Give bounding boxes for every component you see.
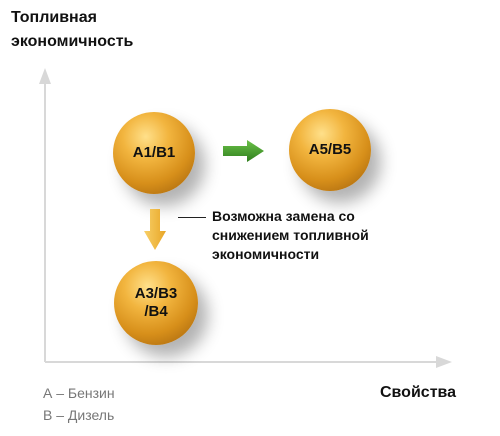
arrow-right-icon bbox=[223, 140, 264, 162]
callout-leader-line bbox=[178, 217, 206, 218]
node-a1-b1: A1/B1 bbox=[113, 112, 195, 194]
x-axis-label: Свойства bbox=[380, 384, 457, 401]
x-axis-arrowhead bbox=[436, 356, 452, 368]
callout-line-1: Возможна замена со bbox=[212, 208, 355, 224]
node-a5-b5: A5/B5 bbox=[289, 109, 371, 191]
callout-annotation: Возможна замена со снижением топливной э… bbox=[212, 207, 397, 264]
callout-line-3: экономичности bbox=[212, 246, 320, 262]
y-axis-label-line-2: экономичность bbox=[11, 33, 134, 50]
y-axis-arrowhead bbox=[39, 68, 51, 84]
callout-line-2: снижением топливной bbox=[212, 227, 369, 243]
fuel-legend: А – Бензин В – Дизель bbox=[43, 382, 115, 426]
legend-gasoline: А – Бензин bbox=[43, 385, 115, 401]
arrow-down-icon bbox=[144, 209, 166, 250]
node-a3-b3-b4-label: A3/B3 /B4 bbox=[134, 285, 178, 320]
y-axis-label: Топливная экономичность bbox=[11, 6, 211, 54]
node-a1-b1-label: A1/B1 bbox=[132, 144, 176, 161]
node-a3-b3-b4: A3/B3 /B4 bbox=[114, 261, 198, 345]
node-a5-b5-label: A5/B5 bbox=[308, 141, 352, 158]
legend-diesel: В – Дизель bbox=[43, 407, 115, 423]
y-axis-label-line-1: Топливная bbox=[11, 9, 97, 26]
